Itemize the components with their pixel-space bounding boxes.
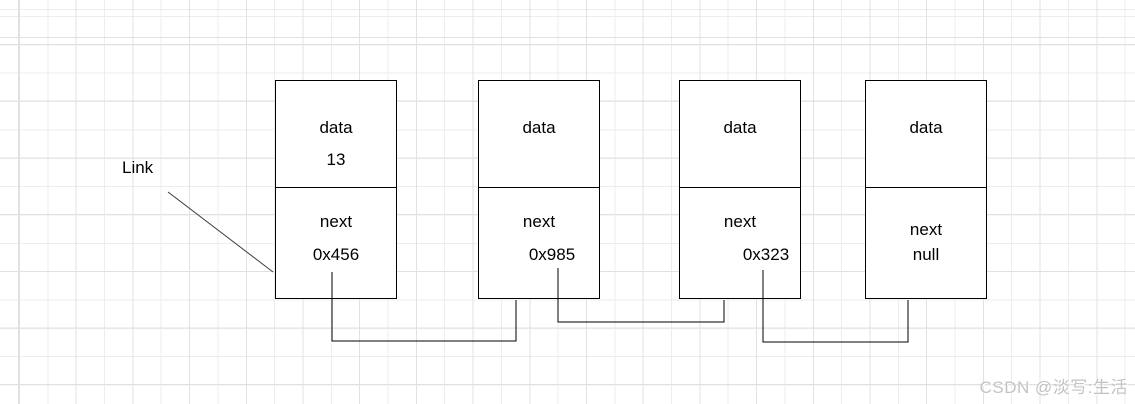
link-label: Link bbox=[122, 158, 154, 177]
node-1-data-cell: data 13 bbox=[276, 81, 396, 188]
linked-list-node-4: data next null bbox=[865, 80, 987, 299]
node-2-next-label: next bbox=[522, 212, 556, 231]
node-4-next-cell: next null bbox=[866, 188, 986, 298]
link-pointer-line bbox=[167, 191, 274, 273]
node-4-next-label: next bbox=[909, 220, 943, 239]
node-3-next-cell: next 0x323 bbox=[680, 188, 800, 298]
node-1-data-value: 13 bbox=[326, 150, 346, 169]
linked-list-node-3: data next 0x323 bbox=[679, 80, 801, 299]
node-3-next-value: 0x323 bbox=[742, 245, 790, 264]
node-4-data-cell: data bbox=[866, 81, 986, 188]
node-3-data-cell: data bbox=[680, 81, 800, 188]
node-1-data-label: data bbox=[319, 118, 353, 137]
linked-list-node-2: data next 0x985 bbox=[478, 80, 600, 299]
node-1-next-cell: next 0x456 bbox=[276, 188, 396, 298]
node-4-next-value: null bbox=[912, 245, 940, 264]
node-2-data-cell: data bbox=[479, 81, 599, 188]
node-1-next-value: 0x456 bbox=[312, 245, 360, 264]
node-3-data-label: data bbox=[723, 118, 757, 137]
node-3-next-label: next bbox=[723, 212, 757, 231]
node-1-next-label: next bbox=[319, 212, 353, 231]
linked-list-node-1: data 13 next 0x456 bbox=[275, 80, 397, 299]
node-4-data-label: data bbox=[909, 118, 943, 137]
node-2-next-value: 0x985 bbox=[528, 245, 576, 264]
watermark: CSDN @淡写:生活 bbox=[979, 378, 1128, 397]
node-2-data-label: data bbox=[522, 118, 556, 137]
node-2-next-cell: next 0x985 bbox=[479, 188, 599, 298]
